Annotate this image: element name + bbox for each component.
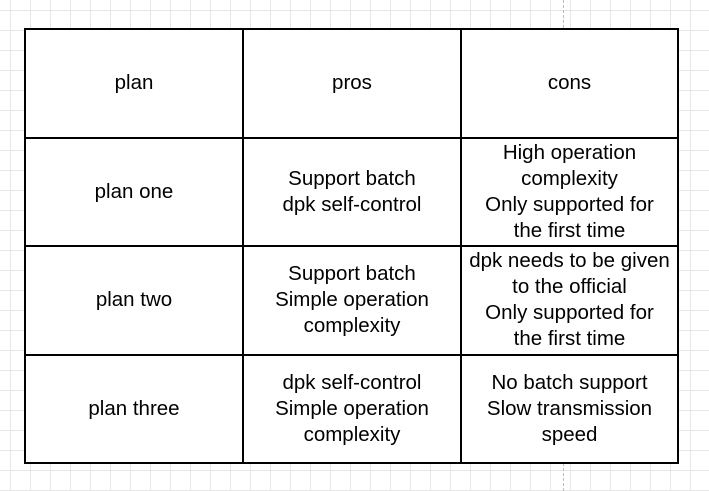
header-cell-pros[interactable]: pros: [242, 28, 462, 139]
pros-cell[interactable]: dpk self-control Simple operation comple…: [242, 353, 462, 464]
cons-cell[interactable]: dpk needs to be given to the official On…: [460, 245, 679, 356]
plan-cell[interactable]: plan three: [24, 353, 244, 464]
pros-cell[interactable]: Support batch Simple operation complexit…: [242, 245, 462, 356]
table-row: plan three dpk self-control Simple opera…: [24, 353, 679, 464]
cons-cell[interactable]: High operation complexity Only supported…: [460, 136, 679, 247]
comparison-table: plan pros cons plan one Support batch dp…: [24, 28, 679, 464]
cons-cell[interactable]: No batch support Slow transmission speed: [460, 353, 679, 464]
pros-cell[interactable]: Support batch dpk self-control: [242, 136, 462, 247]
table-row: plan two Support batch Simple operation …: [24, 245, 679, 356]
table-header-row: plan pros cons: [24, 28, 679, 139]
plan-cell[interactable]: plan two: [24, 245, 244, 356]
table-row: plan one Support batch dpk self-control …: [24, 136, 679, 247]
plan-cell[interactable]: plan one: [24, 136, 244, 247]
header-cell-plan[interactable]: plan: [24, 28, 244, 139]
header-cell-cons[interactable]: cons: [460, 28, 679, 139]
